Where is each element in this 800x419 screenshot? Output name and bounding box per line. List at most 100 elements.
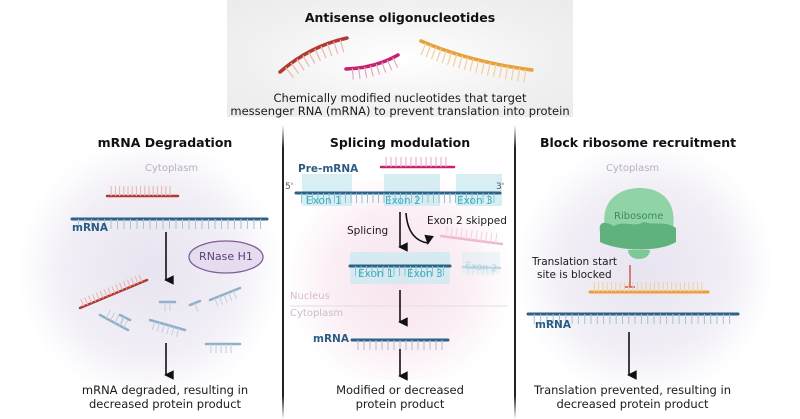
panel1-title: mRNA Degradation [97,135,233,150]
panel2-result-1: Modified or decreased [336,383,464,397]
base-tick [171,326,175,336]
base-tick [103,289,108,297]
panel3-title: Block ribosome recruitment [540,135,737,150]
base-tick [517,68,521,82]
base-tick [495,233,498,244]
base-tick [510,67,515,81]
five-prime-label: 5' [285,182,294,192]
three-prime-label: 3' [496,182,505,192]
base-tick [445,226,448,237]
base-tick [228,292,233,302]
panel2-result-2: protein product [355,397,445,411]
panel2-mrna-strand [350,338,450,350]
spliced-exon3-label: Exon 3 [407,268,443,280]
base-tick [492,63,497,77]
base-tick [475,230,478,241]
backbone [278,36,349,74]
base-tick [118,317,124,326]
backbone [419,39,534,72]
base-tick [480,231,483,242]
base-tick [430,46,437,60]
base-tick [452,53,458,67]
degraded-fragments [78,274,242,353]
panel3-result-2: decreased protein product [556,397,709,411]
base-tick [470,229,473,240]
panel2-title: Splicing modulation [329,135,471,150]
panel1-result-1: mRNA degraded, resulting in [81,383,249,397]
base-tick [91,293,96,302]
base-tick [339,39,345,53]
panel2-aso [379,157,456,169]
panel3-mrna-label: mRNA [535,319,571,331]
base-tick [285,67,295,78]
header-box [227,0,573,117]
base-tick [357,67,361,79]
panel1-mrna-label: mRNA [72,222,108,234]
panel3-compartment: Cytoplasm [606,163,660,174]
base-tick [490,232,493,243]
panel2-mrna-label: mRNA [313,333,349,345]
exon2-label: Exon 2 [385,195,421,207]
base-tick [463,57,469,70]
panel3-mrna-strand [526,312,740,324]
base-tick [375,64,381,75]
nucleus-label: Nucleus [290,291,330,302]
base-tick [138,274,143,283]
exon1-label: Exon 1 [306,195,342,207]
cytoplasm-label: Cytoplasm [290,308,344,319]
base-tick [480,61,486,75]
base-tick [455,227,458,239]
base-tick [364,66,368,78]
skipped-exon-backbone [461,265,502,270]
base-tick [123,319,129,328]
base-tick [194,302,199,312]
base-tick [523,69,527,83]
rnase-h1-label: RNase H1 [199,250,253,263]
header-title: Antisense oligonucleotides [304,10,496,25]
base-tick [115,284,120,292]
base-tick [84,297,89,305]
panel1-mrna-strand [70,217,269,229]
base-tick [450,227,453,238]
base-tick [88,295,93,304]
exon3-label: Exon 3 [457,195,493,207]
base-tick [126,279,131,288]
base-tick [232,290,238,300]
base-tick [351,68,354,80]
oligo-pink [344,53,400,80]
panel2-spliced-mrna [348,252,452,284]
base-tick [156,322,161,332]
backbone [344,53,400,71]
base-tick [107,287,112,296]
base-tick [333,41,339,55]
base-tick [130,277,135,286]
base-tick [326,43,333,57]
base-tick [441,50,447,64]
base-tick [425,44,432,58]
blocked-label-1: Translation start [532,256,618,268]
aso-fragment [78,278,149,310]
base-tick [114,314,120,324]
base-tick [475,60,480,73]
base-tick [218,296,224,305]
header-description-1: Chemically modified nucleotides that tar… [273,91,527,105]
base-tick [370,65,374,77]
oligo-orange [419,39,534,83]
panel3-glow [520,140,770,400]
base-tick [151,321,156,331]
base-tick [498,65,503,79]
ribosome-shape [599,188,676,259]
base-tick [386,59,393,71]
header-description-2: messenger RNA (mRNA) to prevent translat… [230,104,570,118]
base-tick [175,328,180,338]
base-tick [119,317,125,326]
pre-mrna-label: Pre-mRNA [298,163,359,175]
base-tick [320,45,327,59]
blocked-label-2: site is blocked [537,269,612,281]
oligo-red [278,36,349,78]
base-tick [134,276,139,284]
divider-left [282,125,284,419]
base-tick [486,62,491,76]
exon2-skipped-label: Exon 2 skipped [427,215,507,227]
